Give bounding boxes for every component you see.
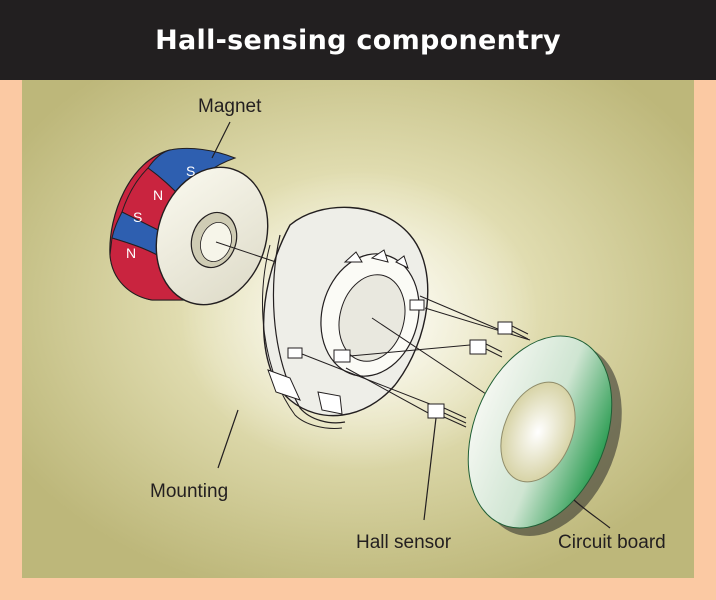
exploded-view-diagram: S N S N — [109, 96, 666, 553]
leader-line-mounting — [217, 409, 239, 469]
sensor-lead — [511, 325, 529, 335]
sensor-lead — [485, 343, 503, 353]
hall-sensor-chip — [427, 403, 445, 419]
figure-title: Hall-sensing componentry — [155, 24, 561, 56]
sensor-lead — [511, 330, 529, 340]
mounting-tab — [343, 251, 363, 263]
title-bar: Hall-sensing componentry — [0, 0, 716, 80]
label-mounting: Mounting — [150, 481, 228, 502]
hall-sensors — [427, 321, 529, 428]
label-hall-sensor: Hall sensor — [356, 532, 452, 553]
magnet-pole-label: N — [126, 245, 136, 261]
mounting-tab — [395, 255, 409, 269]
magnet-pole-label: S — [133, 209, 142, 225]
diagram-panel: S N S N — [22, 80, 694, 578]
label-magnet: Magnet — [198, 96, 262, 117]
hall-sensor-chip — [497, 321, 513, 335]
mounting-tab — [317, 391, 343, 415]
magnet: S N S N — [109, 147, 269, 306]
mounting-tab — [370, 249, 389, 263]
sensor-lead — [485, 348, 503, 358]
mounting-holder — [287, 347, 303, 359]
magnet-pole-label: S — [186, 163, 195, 179]
sensor-lead — [443, 412, 467, 424]
leader-line-magnet — [211, 121, 231, 159]
sensor-lead — [443, 407, 467, 419]
board-hole — [500, 381, 576, 483]
magnet-pole-label: N — [153, 187, 163, 203]
guide-line — [419, 295, 501, 331]
circuit-board — [467, 335, 622, 536]
leader-line-hall-sensor — [423, 417, 437, 521]
guide-line — [345, 367, 431, 415]
guide-line — [349, 344, 471, 357]
mounting-holder — [409, 299, 425, 311]
guide-line — [424, 307, 531, 341]
label-circuit-board: Circuit board — [558, 532, 666, 553]
sensor-lead — [443, 416, 467, 428]
hall-sensor-chip — [469, 339, 487, 355]
mounting-tab — [267, 369, 301, 401]
mounting-holder — [333, 349, 351, 363]
leader-line-circuit-board — [573, 499, 611, 529]
mounting — [262, 206, 429, 429]
